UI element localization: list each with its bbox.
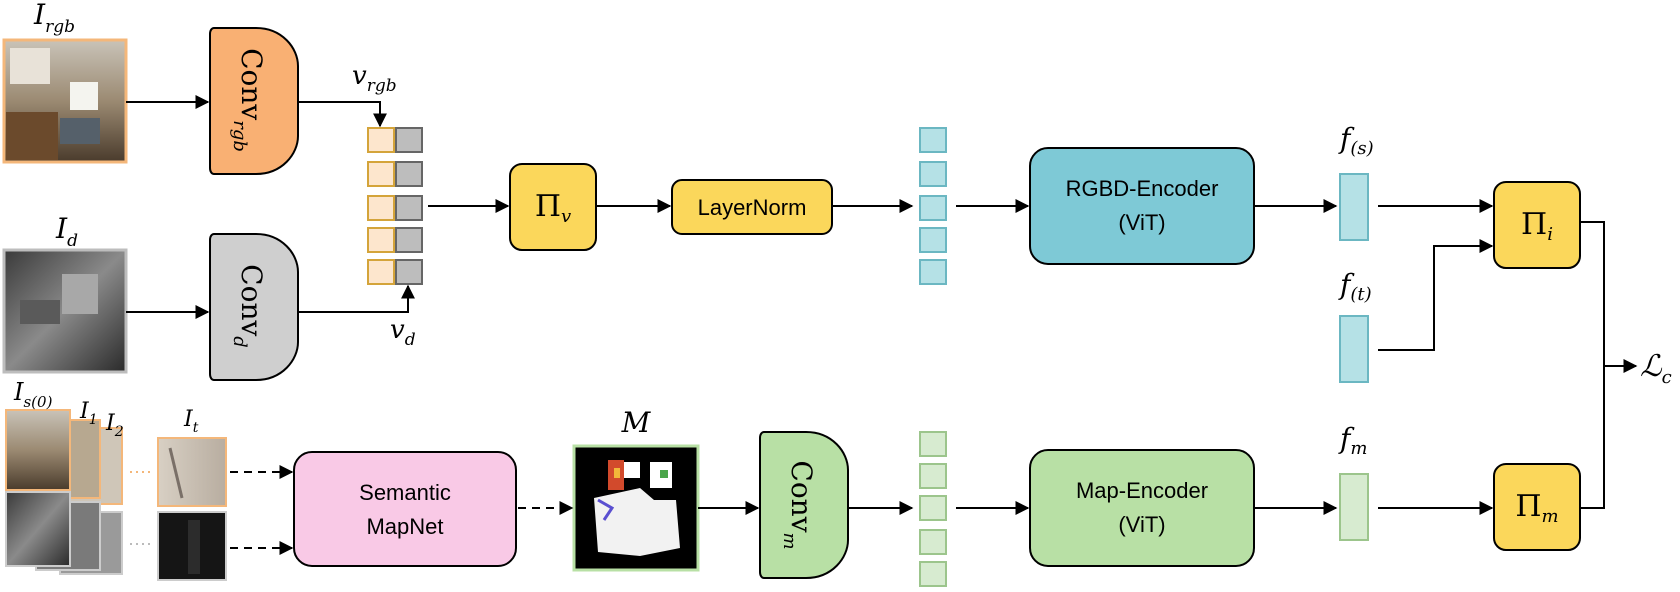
v-rgb-label: vrgb [352, 61, 397, 96]
map-encoder-title: Map-Encoder [1076, 478, 1208, 503]
v-d-label: vd [390, 315, 416, 350]
seq-t-label: It [183, 407, 199, 436]
map-encoder-block [1029, 449, 1255, 567]
rgb-image-label: Irgb [33, 0, 75, 37]
conv-depth-label: Convd [229, 264, 268, 348]
token-stack-norm [919, 127, 947, 285]
rgb-image-thumbnail [2, 38, 128, 164]
semantic-mapnet-subtitle: MapNet [366, 514, 443, 539]
dashed-connectors [230, 465, 574, 555]
pi-i-block [1493, 181, 1581, 269]
semantic-mapnet-title: Semantic [359, 480, 451, 505]
rgbd-encoder-block [1029, 147, 1255, 265]
depth-frame-t [157, 511, 227, 581]
conv-rgb-label: Convrgb [229, 48, 268, 152]
seq-1-label: I1 [79, 399, 98, 428]
seq-2-label: I2 [105, 411, 124, 440]
map-encoder-subtitle: (ViT) [1118, 512, 1165, 537]
semantic-mapnet-block [293, 451, 517, 567]
fs-label: f(s) [1338, 122, 1374, 159]
depth-image-thumbnail [2, 248, 128, 374]
conv-map-label: Convm [779, 460, 818, 549]
conv-depth-block [209, 233, 299, 381]
seq-s0-label: Is(0) [13, 378, 53, 411]
rgbd-encoder-subtitle: (ViT) [1118, 210, 1165, 235]
ft-label: f(t) [1338, 268, 1372, 305]
loss-label: ℒc [1640, 349, 1672, 388]
pi-v-label: Πv [535, 189, 571, 227]
depth-image-label: Id [55, 212, 78, 251]
rgbd-encoder-title: RGBD-Encoder [1066, 176, 1219, 201]
fm-label: fm [1338, 422, 1367, 459]
connectors [126, 95, 1638, 515]
feature-fm [1339, 473, 1369, 541]
semantic-map-image [572, 444, 700, 572]
map-label: M [621, 406, 652, 439]
depth-sequence-stack [5, 491, 123, 575]
rgb-sequence-stack [5, 409, 123, 505]
token-stack-rgbd [367, 127, 423, 285]
feature-ft [1339, 315, 1369, 383]
pi-i-label: Πi [1521, 207, 1553, 245]
pi-m-label: Πm [1515, 489, 1558, 527]
conv-map-block [759, 431, 849, 579]
feature-fs [1339, 173, 1369, 241]
rgb-frame-t [157, 437, 227, 507]
layernorm-label: LayerNorm [698, 195, 807, 220]
token-stack-map [919, 431, 947, 587]
conv-rgb-block [209, 27, 299, 175]
